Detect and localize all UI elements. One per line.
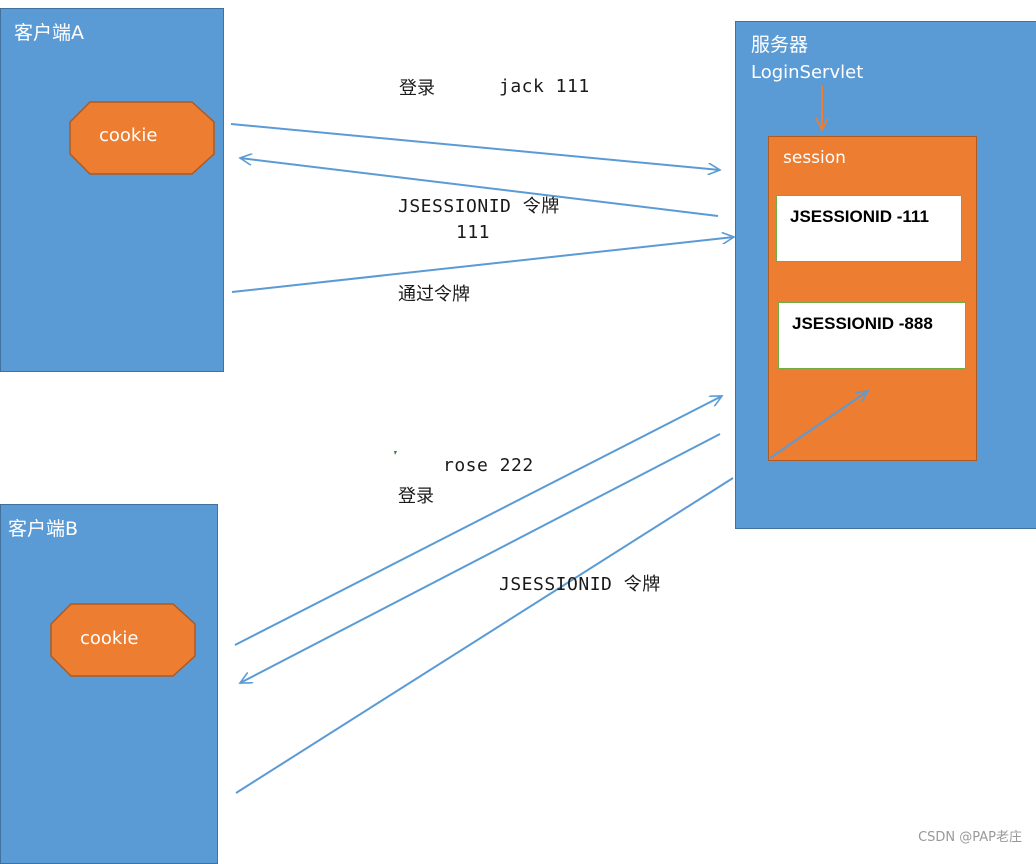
client-a-title: 客户端A	[14, 22, 84, 44]
cookie-a-shape	[69, 101, 215, 175]
green-mark	[394, 451, 397, 455]
arrow-token-b	[240, 433, 721, 684]
session-entry-111	[776, 195, 962, 262]
cookie-b-shape	[50, 603, 196, 677]
login-b-user: rose 222	[443, 455, 534, 476]
login-a-user: jack 111	[499, 76, 590, 97]
arrow-login-a	[230, 123, 720, 170]
session-label: session	[783, 148, 846, 168]
watermark: CSDN @PAP老庄	[918, 830, 1022, 845]
session-entry-111-label: JSESSIONID -111	[790, 207, 929, 226]
client-b-title: 客户端B	[8, 518, 79, 540]
cookie-a-label: cookie	[99, 125, 158, 146]
login-a-label: 登录	[399, 78, 435, 99]
session-entry-888	[778, 302, 966, 369]
arrow-line-b	[235, 477, 734, 794]
token-a-label: JSESSIONID 令牌	[398, 196, 560, 217]
client-b-box	[0, 504, 218, 864]
token-a-value: 111	[456, 222, 491, 243]
arrow-token-a	[240, 158, 719, 217]
login-servlet-label: LoginServlet	[751, 62, 864, 83]
pass-token-label: 通过令牌	[398, 284, 470, 305]
arrow-session-create	[769, 391, 868, 459]
token-b-label: JSESSIONID 令牌	[499, 574, 661, 595]
arrow-pass-token-a	[231, 237, 734, 293]
client-a-box	[0, 8, 224, 372]
cookie-b-label: cookie	[80, 628, 139, 649]
session-container	[768, 136, 977, 461]
arrow-login-b	[234, 395, 722, 646]
server-title: 服务器	[751, 34, 809, 56]
login-b-label: 登录	[398, 486, 434, 507]
session-entry-888-label: JSESSIONID -888	[792, 314, 933, 333]
